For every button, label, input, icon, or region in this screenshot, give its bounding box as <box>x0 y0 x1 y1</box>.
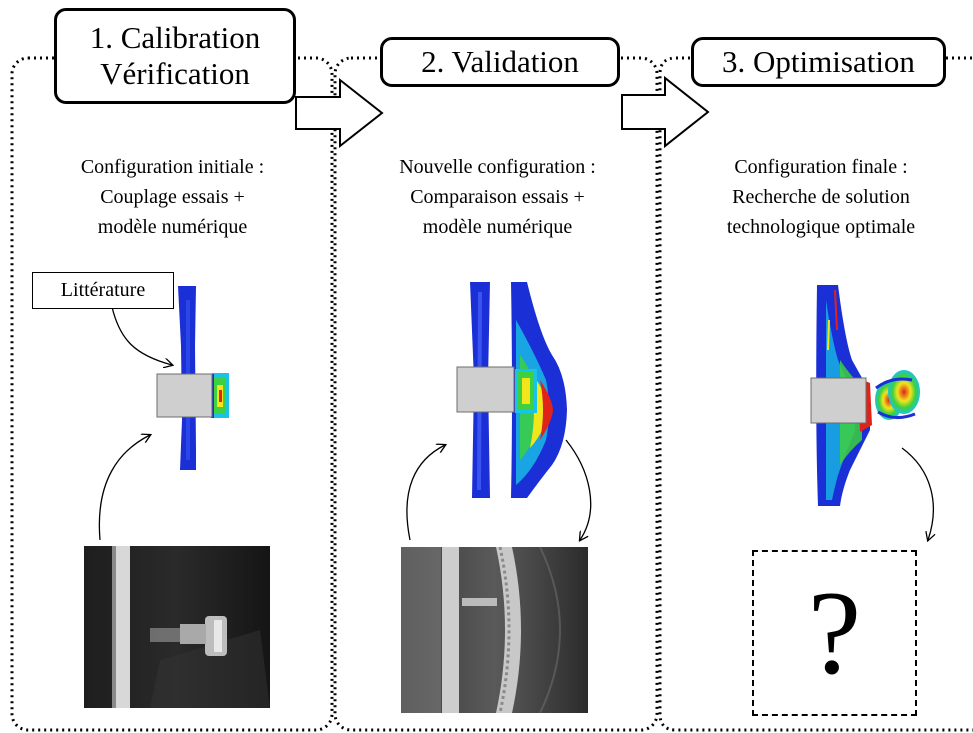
fe-model-initial <box>156 286 229 470</box>
step-3-title: 3. Optimisation <box>722 44 915 79</box>
panel-1-description: Configuration initiale : Couplage essais… <box>25 152 320 242</box>
panel-1-desc-line2: Couplage essais + <box>100 186 245 208</box>
step-2-title: 2. Validation <box>421 44 579 79</box>
literature-label-text: Littérature <box>60 279 146 301</box>
panel-2-description: Nouvelle configuration : Comparaison ess… <box>345 152 650 242</box>
fe-model-new <box>456 282 567 498</box>
block-arrow-2 <box>621 75 710 149</box>
fe-model-final <box>810 285 920 506</box>
panel-2-desc-line1: Nouvelle configuration : <box>399 156 596 178</box>
step-3-box: 3. Optimisation <box>691 37 946 87</box>
curved-arrow-photo-to-model-1 <box>98 435 150 541</box>
block-arrow-1 <box>295 77 384 149</box>
panel-3-description: Configuration finale : Recherche de solu… <box>676 152 966 242</box>
step-1-box: 1. Calibration Vérification <box>54 8 296 104</box>
panel-3-desc-line1: Configuration finale : <box>734 156 908 178</box>
test-photo-2 <box>401 546 588 714</box>
panel-2-desc-line2: Comparaison essais + <box>410 186 585 208</box>
test-photo-1 <box>84 546 270 708</box>
panel-3-desc-line3: technologique optimale <box>726 216 916 238</box>
curved-arrow-model-to-unknown <box>901 447 933 540</box>
step-1-title-line2: Vérification <box>100 56 250 91</box>
panel-1-desc-line1: Configuration initiale : <box>80 156 265 178</box>
question-mark: ? <box>807 566 862 699</box>
curved-arrow-model-to-photo-2 <box>565 439 592 540</box>
panel-2-desc-line3: modèle numérique <box>422 216 573 238</box>
panel-1-desc-line3: modèle numérique <box>97 216 248 238</box>
step-1-title-line1: 1. Calibration <box>89 20 261 55</box>
unknown-result-box: ? <box>752 550 917 716</box>
step-2-box: 2. Validation <box>380 37 620 87</box>
curved-arrow-photo-to-model-2 <box>406 445 445 541</box>
panel-3-desc-line2: Recherche de solution <box>732 186 910 208</box>
curved-arrow-literature <box>111 306 172 365</box>
literature-label: Littérature <box>32 272 174 309</box>
